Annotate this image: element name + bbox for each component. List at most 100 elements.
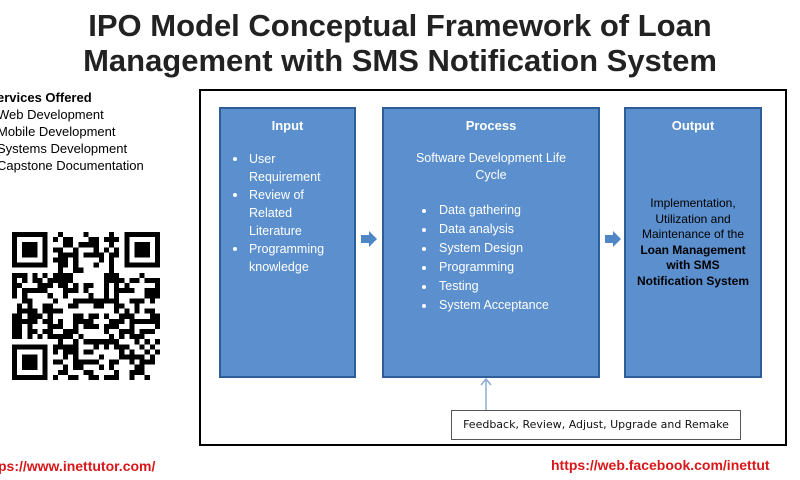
qr-module: [78, 364, 84, 370]
qr-module: [37, 277, 43, 284]
qr-module: [144, 328, 150, 335]
qr-module: [17, 303, 23, 309]
qr-module: [47, 283, 53, 289]
qr-module: [124, 252, 130, 258]
qr-module: [78, 318, 84, 324]
qr-module: [98, 298, 104, 304]
qr-module: [154, 283, 160, 289]
qr-module: [37, 374, 43, 380]
qr-module: [73, 257, 79, 263]
qr-module: [103, 323, 109, 329]
qr-module: [103, 288, 109, 294]
qr-module: [114, 359, 120, 365]
qr-module: [32, 288, 38, 294]
qr-module: [73, 374, 79, 380]
facebook-link[interactable]: https://web.facebook.com/inettut: [551, 457, 770, 473]
qr-module: [68, 237, 74, 243]
qr-module: [129, 328, 135, 335]
qr-module: [114, 339, 120, 345]
feedback-box: Feedback, Review, Adjust, Upgrade and Re…: [451, 410, 741, 440]
qr-module: [149, 232, 155, 238]
qr-module: [134, 303, 140, 309]
qr-module: [103, 298, 109, 304]
qr-module: [42, 262, 48, 268]
qr-module: [22, 293, 28, 299]
qr-module: [83, 252, 89, 258]
qr-module: [124, 283, 130, 289]
qr-module: [42, 328, 48, 335]
qr-module: [37, 288, 43, 294]
qr-module: [12, 344, 18, 350]
qr-module: [144, 277, 150, 284]
qr-module: [88, 237, 94, 243]
qr-module: [68, 242, 74, 248]
qr-module: [63, 369, 69, 375]
qr-module: [154, 242, 160, 248]
qr-module: [108, 298, 115, 304]
qr-module: [154, 318, 160, 324]
qr-module: [139, 364, 145, 370]
qr-module: [27, 364, 33, 370]
process-list: Data gathering Data analysis System Desi…: [384, 201, 598, 315]
qr-module: [134, 369, 140, 375]
qr-module: [119, 334, 125, 340]
qr-module: [57, 262, 64, 268]
qr-module: [129, 334, 135, 340]
qr-module: [108, 339, 115, 345]
qr-module: [12, 237, 18, 243]
qr-module: [83, 359, 89, 365]
qr-module: [108, 252, 115, 258]
qr-module: [17, 283, 23, 289]
qr-module: [154, 349, 160, 355]
input-list: User Requirement Review of Related Liter…: [221, 150, 354, 276]
qr-module: [32, 232, 38, 238]
qr-module: [12, 262, 18, 268]
qr-module: [52, 334, 58, 340]
qr-module: [144, 339, 150, 345]
qr-module: [119, 277, 125, 284]
qr-module: [119, 344, 125, 350]
qr-module: [108, 232, 115, 238]
qr-module: [149, 328, 155, 335]
qr-module: [57, 257, 64, 263]
qr-module: [73, 339, 79, 345]
qr-module: [47, 293, 53, 299]
qr-module: [57, 308, 64, 314]
qr-module: [37, 334, 43, 340]
qr-module: [124, 313, 130, 319]
qr-module: [144, 308, 150, 314]
qr-module: [12, 359, 18, 365]
qr-module: [103, 277, 109, 284]
qr-module: [68, 344, 74, 350]
process-item: System Acceptance: [384, 296, 598, 315]
arrow-right-icon: [605, 231, 621, 247]
feedback-arrow-icon: [480, 377, 492, 412]
qr-module: [52, 323, 58, 329]
qr-code-icon[interactable]: [12, 232, 160, 380]
qr-module: [149, 277, 155, 284]
qr-module: [134, 277, 140, 284]
qr-module: [12, 252, 18, 258]
input-item: Review of Related Literature: [221, 186, 344, 240]
qr-module: [139, 369, 145, 375]
qr-module: [124, 288, 130, 294]
qr-module: [78, 359, 84, 365]
qr-module: [12, 369, 18, 375]
qr-module: [103, 344, 109, 350]
qr-module: [27, 328, 33, 335]
qr-module: [129, 323, 135, 329]
qr-module: [144, 359, 150, 365]
qr-module: [108, 242, 115, 248]
qr-module: [27, 359, 33, 365]
qr-module: [108, 272, 115, 278]
website-link[interactable]: ps://www.inettutor.com/: [0, 458, 156, 474]
qr-module: [73, 328, 79, 335]
qr-module: [42, 283, 48, 289]
qr-module: [134, 262, 140, 268]
qr-module: [119, 349, 125, 355]
qr-module: [22, 232, 28, 238]
title-line-1: IPO Model Conceptual Framework of Loan: [88, 8, 712, 43]
qr-module: [144, 374, 150, 380]
qr-module: [42, 252, 48, 258]
qr-module: [42, 232, 48, 238]
